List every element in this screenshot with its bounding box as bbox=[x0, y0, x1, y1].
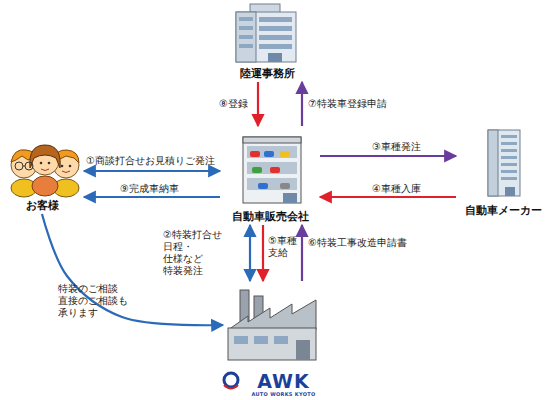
office-illustration-part bbox=[259, 44, 292, 49]
customer-illustration-part bbox=[25, 162, 33, 170]
node-label: お客様 bbox=[26, 199, 59, 212]
dealer-building: 自動車販売会社 bbox=[222, 128, 318, 223]
maker-illustration-part bbox=[505, 187, 515, 196]
customer-illustration bbox=[11, 145, 79, 197]
maker-illustration-part bbox=[501, 177, 517, 180]
dealer-illustration-part bbox=[243, 137, 301, 203]
logo-mark-part bbox=[224, 373, 238, 387]
factory: AWKAUTO WORKS KYOTO bbox=[215, 283, 330, 398]
flow-arrow bbox=[84, 196, 220, 198]
logo-text: AUTO WORKS KYOTO bbox=[251, 391, 315, 398]
maker-illustration bbox=[488, 130, 520, 196]
flow-arrow bbox=[301, 82, 303, 126]
dealer-illustration-part bbox=[283, 193, 297, 203]
dealer-illustration-part bbox=[247, 146, 297, 158]
logo-mark-part bbox=[224, 385, 238, 389]
dealer-illustration bbox=[243, 137, 301, 203]
office-illustration-part bbox=[259, 26, 292, 31]
flow-arrow bbox=[320, 196, 456, 198]
edge-label: ②特装打合せ 日程・仕様など 特装発注 bbox=[163, 229, 222, 277]
node-label: 陸運事務所 bbox=[240, 67, 295, 80]
dealer-illustration-part bbox=[264, 151, 274, 157]
office-illustration-part bbox=[236, 12, 256, 62]
maker-illustration-part bbox=[501, 163, 517, 166]
customer-illustration-part bbox=[40, 162, 43, 165]
edge-label: ⑥特装工事改造申請書 bbox=[308, 237, 407, 249]
dealer-illustration-part bbox=[247, 162, 297, 174]
customer-illustration-part bbox=[62, 171, 70, 173]
flow-arrow bbox=[257, 82, 259, 126]
maker-illustration-part bbox=[501, 170, 517, 173]
factory-illustration-part bbox=[274, 336, 288, 344]
customer-illustration-part bbox=[15, 162, 23, 170]
flow-arrow bbox=[249, 225, 251, 281]
customer-illustration-part bbox=[23, 166, 25, 167]
customer-illustration-part bbox=[48, 162, 51, 165]
maker-building: 自動車メーカー bbox=[458, 125, 548, 217]
logo-mark bbox=[224, 373, 238, 389]
office-building: 陸運事務所 bbox=[222, 2, 312, 80]
office-illustration-part bbox=[268, 53, 282, 62]
factory-illustration bbox=[228, 290, 316, 360]
flow-arrow bbox=[84, 170, 220, 172]
node-label: 自動車メーカー bbox=[465, 204, 542, 217]
factory-illustration-part bbox=[296, 340, 310, 360]
factory-illustration-part bbox=[254, 336, 268, 344]
customer-illustration-part bbox=[61, 165, 64, 168]
dealer-illustration-part bbox=[280, 151, 290, 157]
office-illustration-part bbox=[239, 35, 253, 39]
office-illustration-part bbox=[239, 17, 253, 21]
customer-group: お客様 bbox=[2, 140, 82, 212]
dealer-illustration-part bbox=[258, 183, 268, 189]
office-illustration-part bbox=[236, 12, 296, 62]
maker-illustration-part bbox=[501, 149, 517, 152]
dealer-illustration-part bbox=[243, 137, 301, 143]
dealer-illustration-part bbox=[270, 167, 280, 173]
office-illustration-part bbox=[259, 17, 292, 22]
customer-illustration-part bbox=[32, 176, 58, 196]
maker-illustration-part bbox=[488, 130, 498, 196]
dealer-illustration-part bbox=[247, 178, 297, 190]
edge-label: ③車種発注 bbox=[372, 141, 421, 153]
flow-arrow bbox=[262, 225, 264, 281]
factory-illustration-part bbox=[234, 336, 248, 344]
maker-illustration-part bbox=[501, 142, 517, 145]
office-illustration-part bbox=[239, 26, 253, 30]
dealer-illustration-part bbox=[280, 183, 290, 189]
factory-illustration-part bbox=[228, 300, 316, 330]
dealer-illustration-part bbox=[250, 151, 260, 157]
edge-label: ⑨完成車納車 bbox=[120, 183, 179, 195]
dealer-illustration-part bbox=[252, 167, 262, 173]
edge-label: 特装のご相談 直接のご相談も 承ります bbox=[58, 283, 128, 319]
office-illustration-part bbox=[259, 35, 292, 40]
node-label: 自動車販売会社 bbox=[232, 210, 309, 223]
maker-illustration-part bbox=[501, 135, 517, 138]
edge-label: ⑤車種 支給 bbox=[268, 235, 297, 259]
maker-illustration-part bbox=[488, 130, 520, 196]
office-illustration bbox=[236, 4, 296, 62]
edge-label: ①商談打合せお見積りご発注 bbox=[86, 155, 215, 167]
flow-arrow bbox=[320, 155, 456, 157]
office-illustration-part bbox=[239, 44, 253, 48]
factory-illustration-part bbox=[228, 328, 316, 360]
maker-illustration-part bbox=[501, 156, 517, 159]
edge-label: ⑧登録 bbox=[219, 98, 248, 110]
edge-label: ⑦特装車登録申請 bbox=[308, 98, 387, 110]
customer-illustration-part bbox=[41, 169, 49, 171]
logo-text: AWK bbox=[257, 372, 310, 391]
curved-arrow bbox=[42, 214, 223, 325]
edge-label: ④車種入庫 bbox=[372, 183, 421, 195]
flow-arrow bbox=[301, 225, 303, 281]
customer-illustration-part bbox=[30, 145, 60, 168]
customer-illustration-part bbox=[69, 165, 72, 168]
